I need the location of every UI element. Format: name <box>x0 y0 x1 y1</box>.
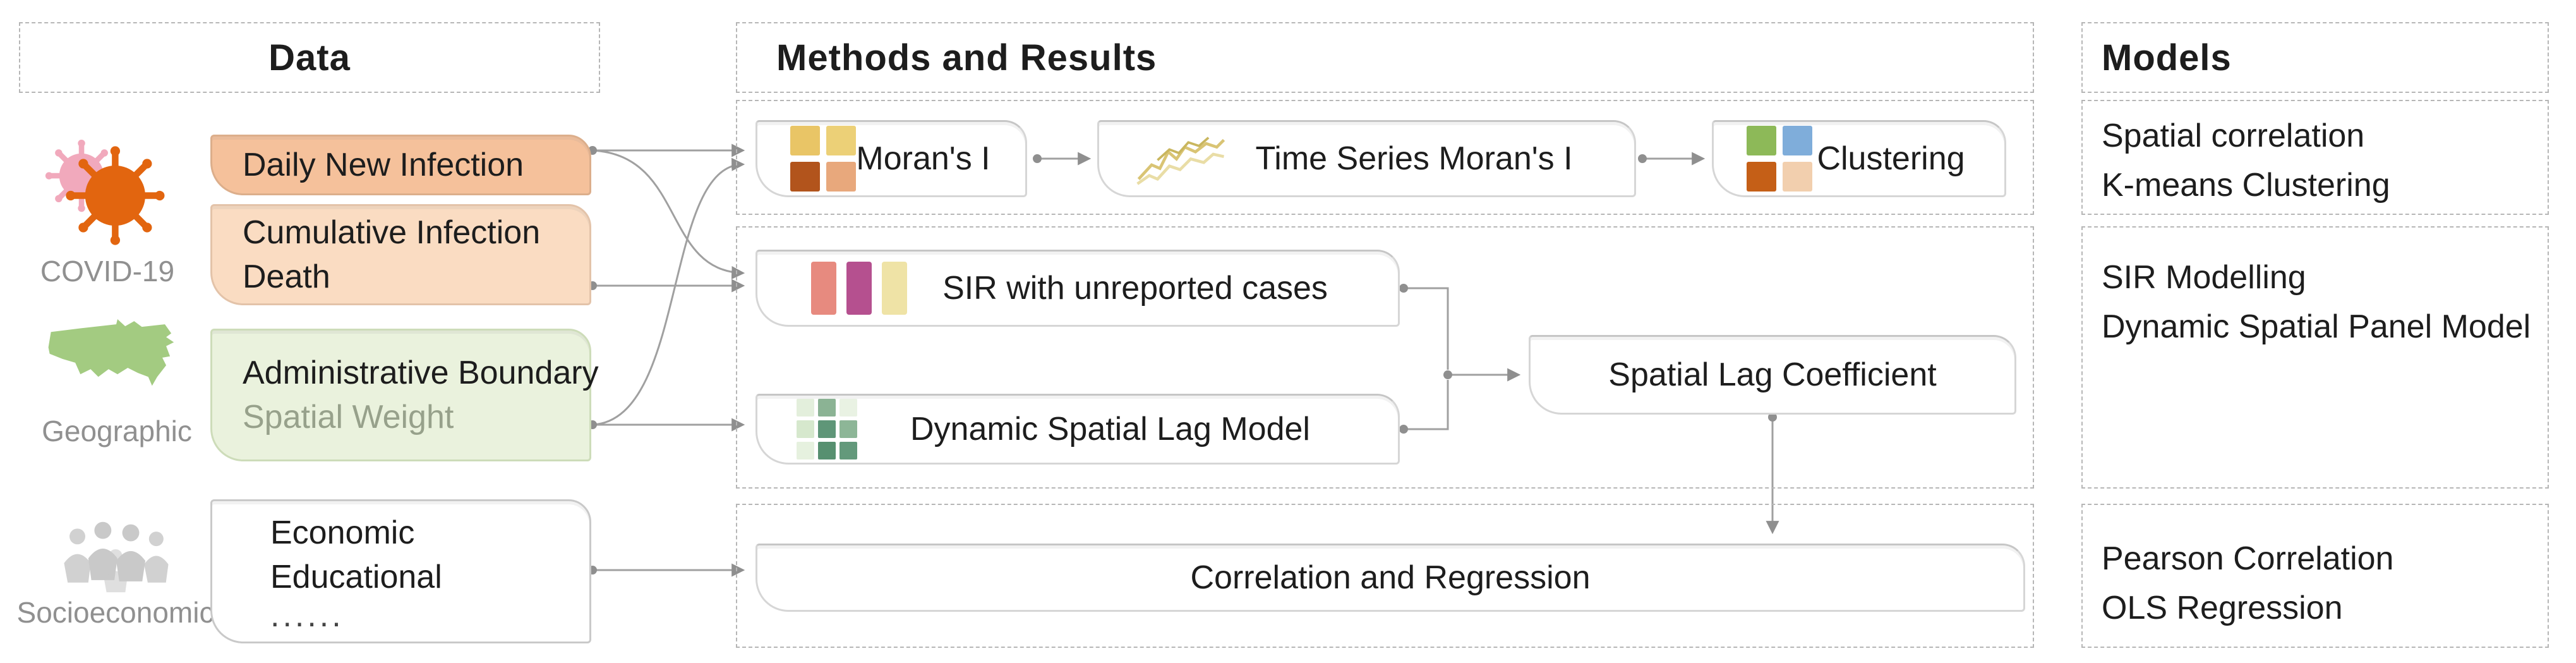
time-series-chart-icon <box>1136 136 1225 185</box>
time-series-morans-label: Time Series Moran's I <box>1255 140 1573 177</box>
methods-section-header: Methods and Results <box>736 22 2034 93</box>
educational-line: Educational <box>270 559 442 595</box>
sir-modelling-label: SIR Modelling <box>2102 259 2306 296</box>
daily-new-infection-box: Daily New Infection <box>210 135 591 195</box>
spatial-lag-coefficient-label: Spatial Lag Coefficient <box>1608 356 1937 393</box>
modelling-row-group <box>736 226 2034 489</box>
models-card-regression: Pearson Correlation OLS Regression <box>2081 504 2549 648</box>
morans-i-label: Moran's I <box>856 140 990 177</box>
geographic-label: Geographic <box>42 415 192 447</box>
cumulative-infection-death-box: Cumulative Infection Death <box>210 204 591 305</box>
spatial-grid-icon <box>797 399 857 459</box>
spatial-correlation-row-group <box>736 100 2034 215</box>
cumulative-infection-line: Cumulative Infection <box>243 214 541 251</box>
morans-quadrant-icon <box>790 126 856 192</box>
dynamic-spatial-lag-box: Dynamic Spatial Lag Model <box>755 394 1400 465</box>
morans-i-box: Moran's I <box>755 120 1027 197</box>
clustering-box: Clustering <box>1712 120 2006 197</box>
regression-row-group <box>736 504 2034 648</box>
correlation-regression-label: Correlation and Regression <box>1190 559 1591 596</box>
dynamic-spatial-panel-model-label: Dynamic Spatial Panel Model <box>2102 308 2531 345</box>
dynamic-spatial-lag-label: Dynamic Spatial Lag Model <box>910 411 1310 447</box>
clustering-quadrant-icon <box>1747 126 1812 192</box>
methods-section-title: Methods and Results <box>776 37 1157 78</box>
clustering-label: Clustering <box>1817 140 1965 177</box>
sir-unreported-cases-label: SIR with unreported cases <box>942 270 1328 307</box>
administrative-boundary-box: Administrative Boundary Spatial Weight <box>210 329 599 461</box>
correlation-regression-box: Correlation and Regression <box>755 544 2025 612</box>
data-section-title: Data <box>268 37 351 78</box>
sir-bars-icon <box>811 262 907 315</box>
coronavirus-icon <box>44 130 171 250</box>
us-map-icon <box>37 318 196 414</box>
spatial-lag-coefficient-box: Spatial Lag Coefficient <box>1529 335 2016 415</box>
economic-line: Economic <box>270 514 415 551</box>
time-series-morans-box: Time Series Moran's I <box>1097 120 1636 197</box>
models-card-sir-panel: SIR Modelling Dynamic Spatial Panel Mode… <box>2081 226 2549 489</box>
pearson-correlation-label: Pearson Correlation <box>2102 540 2394 577</box>
sir-unreported-cases-box: SIR with unreported cases <box>755 250 1400 327</box>
administrative-boundary-line: Administrative Boundary <box>243 355 599 391</box>
ellipsis-line: ...... <box>270 597 344 634</box>
models-section-title: Models <box>2102 37 2232 78</box>
models-section-header: Models <box>2081 22 2549 93</box>
kmeans-clustering-model-label: K-means Clustering <box>2102 167 2390 204</box>
spatial-weight-line: Spatial Weight <box>243 399 454 435</box>
covid19-label: COVID-19 <box>40 255 175 288</box>
data-section-header: Data <box>19 22 600 93</box>
ols-regression-label: OLS Regression <box>2102 590 2343 626</box>
people-group-icon <box>49 518 182 594</box>
daily-new-infection-label: Daily New Infection <box>243 147 524 183</box>
models-card-spatial: Spatial correlation K-means Clustering <box>2081 100 2549 215</box>
socioeconomic-label: Socioeconomic <box>16 596 214 629</box>
socioeconomic-data-box: Economic Educational ...... <box>210 499 591 643</box>
spatial-correlation-model-label: Spatial correlation <box>2102 118 2365 154</box>
death-line: Death <box>243 259 330 295</box>
